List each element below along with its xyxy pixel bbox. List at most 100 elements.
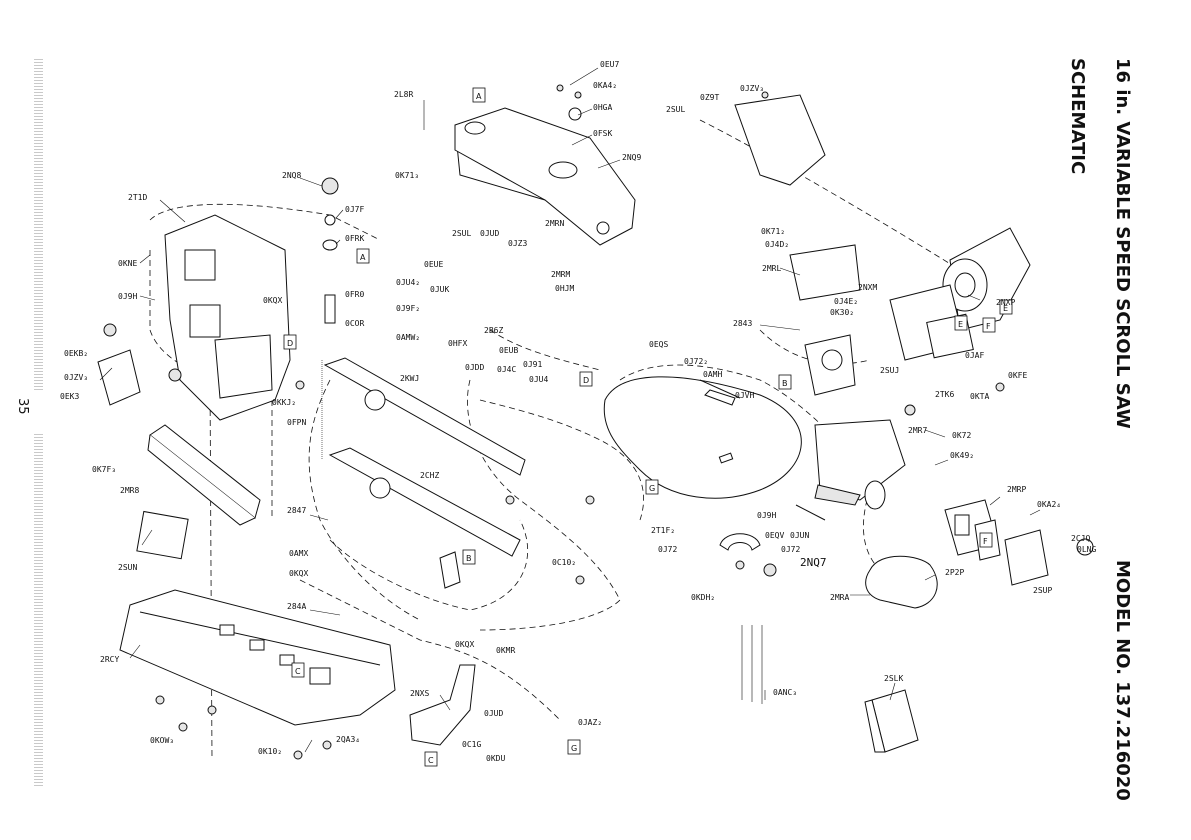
label-0j4e: 0J4E₂	[834, 297, 858, 306]
motor-bracket	[789, 244, 861, 396]
label-0lng: 0LNG	[1077, 545, 1096, 554]
label-2847: 2847	[287, 506, 306, 515]
label-0j72-left: 0J72	[658, 545, 677, 554]
label-0k49: 0K49₂	[950, 451, 974, 460]
ref-marker-b1: B	[778, 374, 792, 390]
label-0j9h-left: 0J9H	[118, 292, 137, 301]
label-0hjm: 0HJM	[555, 284, 574, 293]
label-0ekb: 0EKB₂	[64, 349, 88, 358]
label-0j72-right: 0J72	[781, 545, 800, 554]
label-2b6z: 2B6Z	[484, 326, 503, 335]
label-0jz3: 0JZ3	[508, 239, 527, 248]
label-0kfe: 0KFE	[1008, 371, 1027, 380]
label-2mra: 2MRA	[830, 593, 849, 602]
label-0eu7: 0EU7	[600, 60, 619, 69]
label-0j4c: 0J4C	[497, 365, 516, 374]
leader-lines	[99, 67, 1041, 753]
label-2mrp: 2MRP	[1007, 485, 1026, 494]
label-0cor: 0COR	[345, 319, 364, 328]
svg-text:D: D	[583, 376, 589, 385]
label-0kkj: 0KKJ₂	[272, 398, 296, 407]
label-0j4d: 0J4D₂	[765, 240, 789, 249]
label-2p2p: 2P2P	[945, 568, 964, 577]
part-labels: 2L8R 0EU7 0KA4₂ 0HGA 2SUL 0FSK 2NQ9 0Z9T…	[60, 60, 1096, 763]
label-0k10: 0K10₂	[258, 747, 282, 756]
label-2mrm: 2MRM	[551, 270, 570, 279]
label-0k71-top: 0K71₃	[395, 171, 419, 180]
label-2l8r: 2L8R	[394, 90, 413, 99]
label-2rcy: 2RCY	[100, 655, 119, 664]
label-2kwj: 2KWJ	[400, 374, 419, 383]
label-2nxp: 2NXP	[996, 298, 1015, 307]
ref-marker-d2: D	[579, 371, 593, 387]
label-2sup: 2SUP	[1033, 586, 1052, 595]
binding-stripe-top	[34, 58, 43, 390]
saw-base	[119, 589, 396, 726]
label-0jaf: 0JAF	[965, 351, 984, 360]
svg-text:B: B	[782, 379, 788, 388]
label-0jzv-left: 0JZV₃	[64, 373, 88, 382]
label-0ka4: 0KA4₂	[593, 81, 617, 90]
label-0j9h-right: 0J9H	[757, 511, 776, 520]
left-housing	[164, 214, 291, 421]
label-0j72-top: 0J72₂	[684, 357, 708, 366]
label-0kow: 0KOW₃	[150, 736, 174, 745]
ref-marker-f1: F	[982, 317, 996, 333]
switch-housing	[814, 419, 906, 510]
label-0eqs: 0EQS	[649, 340, 668, 349]
ref-marker-c2: C	[424, 751, 438, 767]
svg-text:D: D	[287, 339, 293, 348]
svg-text:C: C	[428, 756, 434, 765]
label-2t1d: 2T1D	[128, 193, 147, 202]
label-0fpn: 0FPN	[287, 418, 306, 427]
label-0ju4-mid: 0JU4	[529, 375, 548, 384]
label-0fr0: 0FR0	[345, 290, 364, 299]
label-0anc: 0ANC₃	[773, 688, 797, 697]
owners-manual	[864, 689, 919, 753]
ref-marker-a2: A	[356, 248, 370, 264]
svg-text:E: E	[1003, 304, 1008, 313]
label-2cjq: 2CJQ	[1071, 534, 1090, 543]
ref-marker-c1: C	[291, 662, 305, 678]
label-0eub: 0EUB	[499, 346, 518, 355]
label-0jdd: 0JDD	[465, 363, 484, 372]
label-0jud-top: 0JUD	[480, 229, 499, 238]
ref-marker-e1: E	[954, 315, 968, 331]
label-2nxs: 2NXS	[410, 689, 429, 698]
svg-text:C: C	[295, 667, 301, 676]
label-0jud-bottom: 0JUD	[484, 709, 503, 718]
label-0kta: 0KTA	[970, 392, 989, 401]
label-0ek3: 0EK3	[60, 392, 79, 401]
label-0jaz: 0JAZ₂	[578, 718, 602, 727]
motor-cover	[865, 555, 938, 609]
belt-cover	[734, 94, 826, 186]
label-284a: 284A	[287, 602, 306, 611]
ref-marker-d1: D	[283, 334, 297, 350]
label-0kqx-top: 0KQX	[263, 296, 282, 305]
svg-text:F: F	[986, 322, 991, 331]
saw-table	[603, 376, 802, 499]
label-2nq8: 2NQ8	[282, 171, 301, 180]
label-0eue: 0EUE	[424, 260, 443, 269]
label-2tk6: 2TK6	[935, 390, 954, 399]
upper-arm-housing	[454, 107, 636, 246]
ref-marker-f2: F	[979, 532, 993, 548]
label-0hfx: 0HFX	[448, 339, 467, 348]
label-0j91: 0J91	[523, 360, 542, 369]
label-2t1f: 2T1F₂	[651, 526, 675, 535]
svg-text:G: G	[571, 744, 577, 753]
hardware	[103, 84, 1005, 760]
label-0jun: 0JUN	[790, 531, 809, 540]
binding-stripe-bottom	[34, 432, 43, 786]
label-0ka2: 0KA2₄	[1037, 500, 1061, 509]
ref-marker-e2: E	[999, 299, 1013, 315]
label-2mr8: 2MR8	[120, 486, 139, 495]
label-0j9f: 0J9F₂	[396, 304, 420, 313]
label-0fsk: 0FSK	[593, 129, 612, 138]
label-0z9t: 0Z9T	[700, 93, 719, 102]
label-0amh: 0AMH	[703, 370, 722, 379]
label-0kqx-bottom: 0KQX	[455, 640, 474, 649]
label-0juk: 0JUK	[430, 285, 449, 294]
label-0kdh: 0KDH₂	[691, 593, 715, 602]
